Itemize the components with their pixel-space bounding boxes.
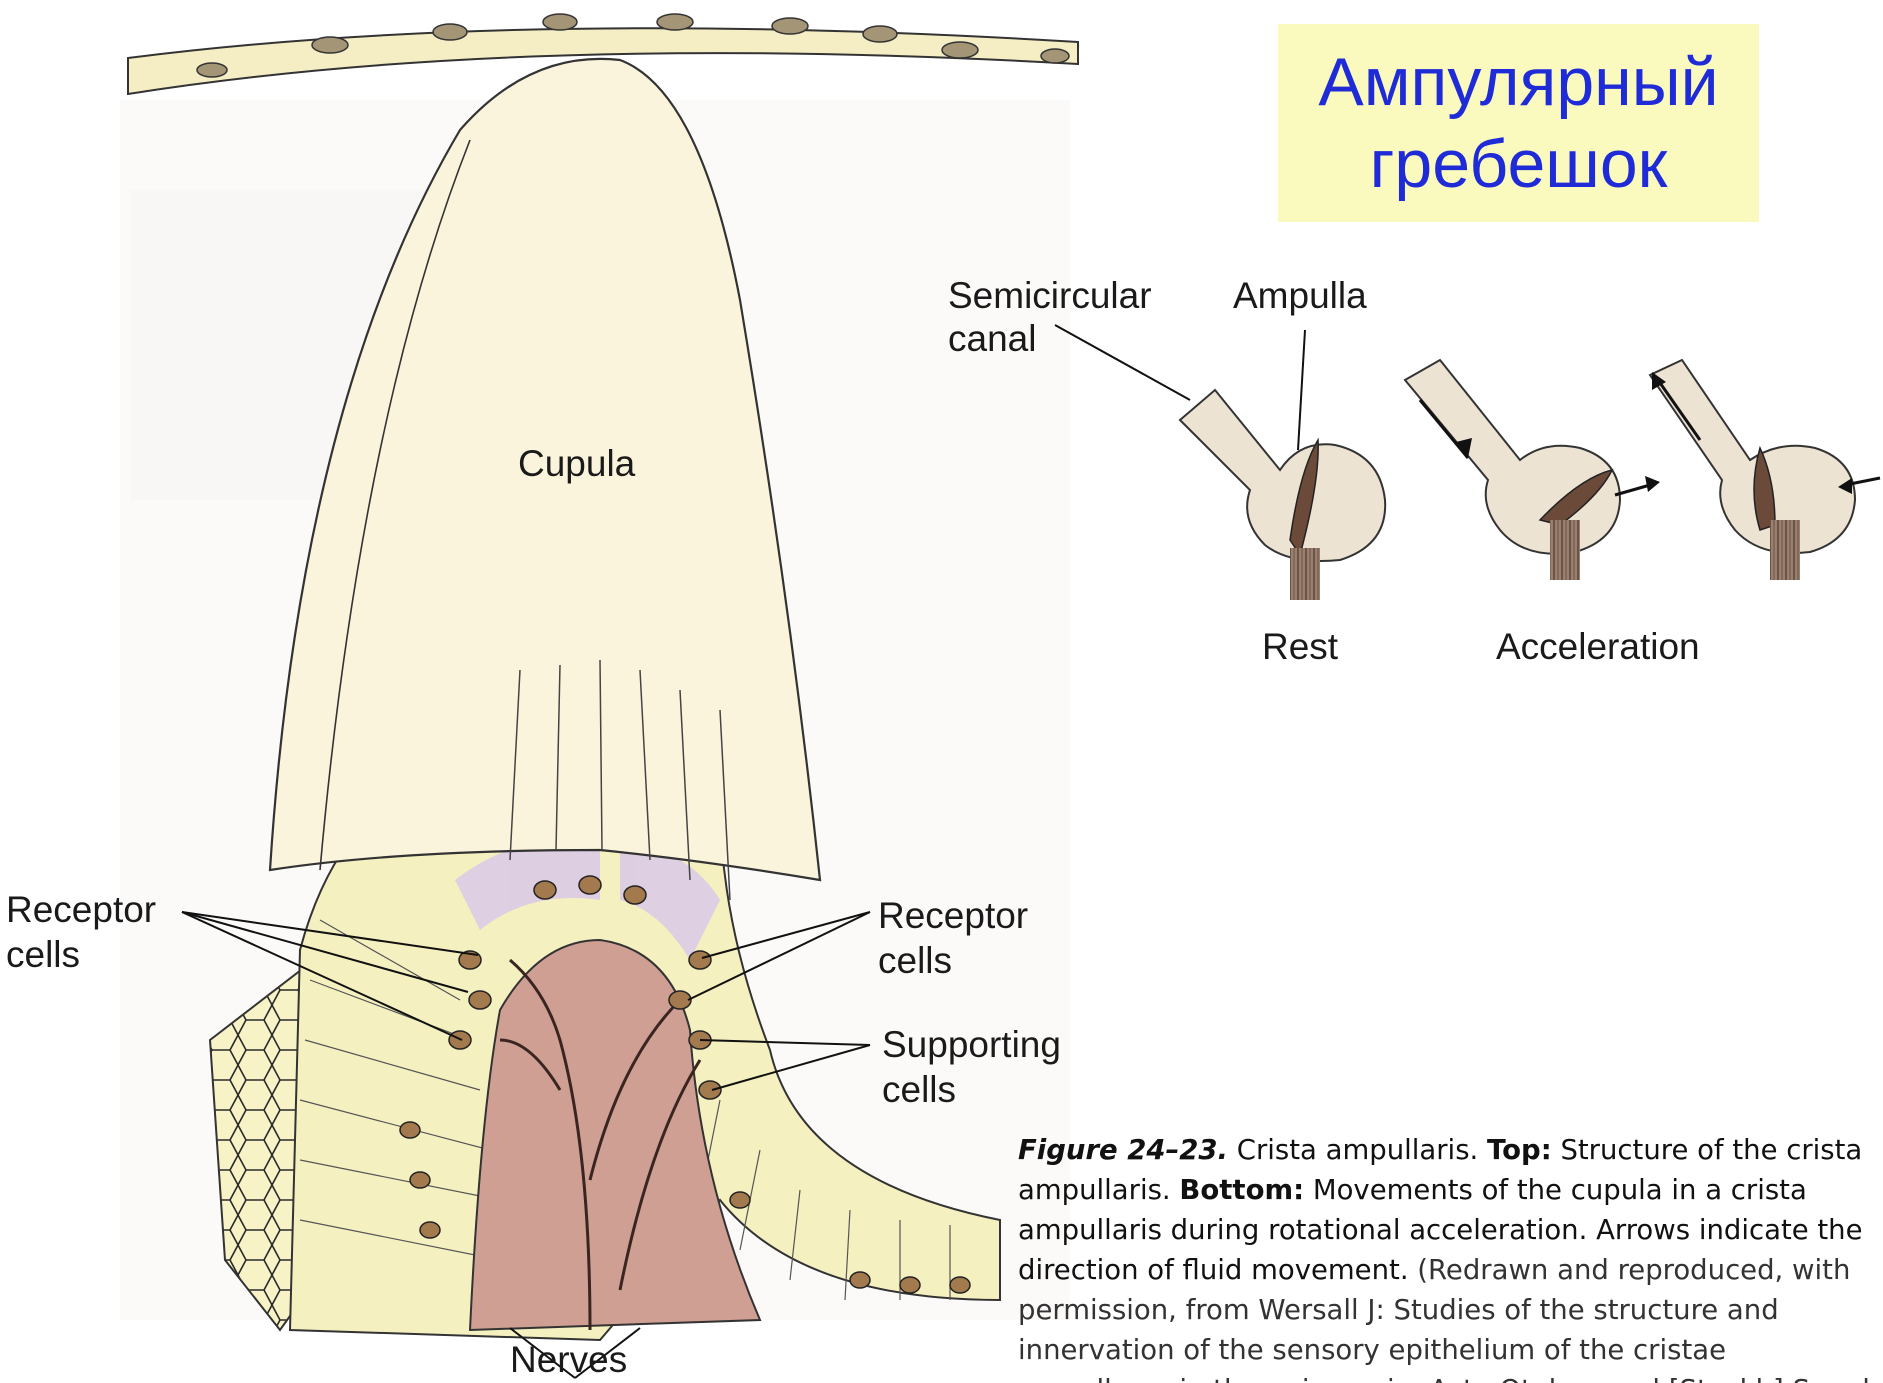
label-receptor-cells-left-2: cells xyxy=(6,933,80,977)
figure-caption: Figure 24–23. Crista ampullaris. Top: St… xyxy=(1018,1130,1883,1383)
label-semicircular-canal-1: Semicircular xyxy=(948,274,1152,318)
title-line-2: гребешок xyxy=(1370,123,1668,205)
caption-top-label: Top: xyxy=(1487,1134,1552,1166)
label-receptor-cells-left-1: Receptor xyxy=(6,888,156,932)
ampulla-diagram-acceleration-1 xyxy=(1405,360,1660,580)
caption-figure-label: Figure 24–23. xyxy=(1018,1134,1228,1166)
label-supporting-cells-1: Supporting xyxy=(882,1023,1061,1067)
ampulla-diagram-rest xyxy=(1180,390,1385,600)
label-cupula: Cupula xyxy=(518,442,635,486)
ampulla-leader-lines xyxy=(1055,325,1305,450)
title-line-1: Ампулярный xyxy=(1318,41,1718,123)
label-nerves: Nerves xyxy=(510,1338,627,1382)
label-acceleration: Acceleration xyxy=(1496,625,1700,669)
label-semicircular-canal-2: canal xyxy=(948,317,1036,361)
label-ampulla: Ampulla xyxy=(1233,274,1367,318)
title-box: Ампулярный гребешок xyxy=(1278,24,1759,222)
caption-bottom-label: Bottom: xyxy=(1179,1174,1304,1206)
label-receptor-cells-right-2: cells xyxy=(878,939,952,983)
label-rest: Rest xyxy=(1262,625,1338,669)
label-supporting-cells-2: cells xyxy=(882,1068,956,1112)
ampulla-diagram-acceleration-2 xyxy=(1650,360,1880,580)
caption-title: Crista ampullaris. xyxy=(1228,1134,1487,1166)
label-receptor-cells-right-1: Receptor xyxy=(878,894,1028,938)
